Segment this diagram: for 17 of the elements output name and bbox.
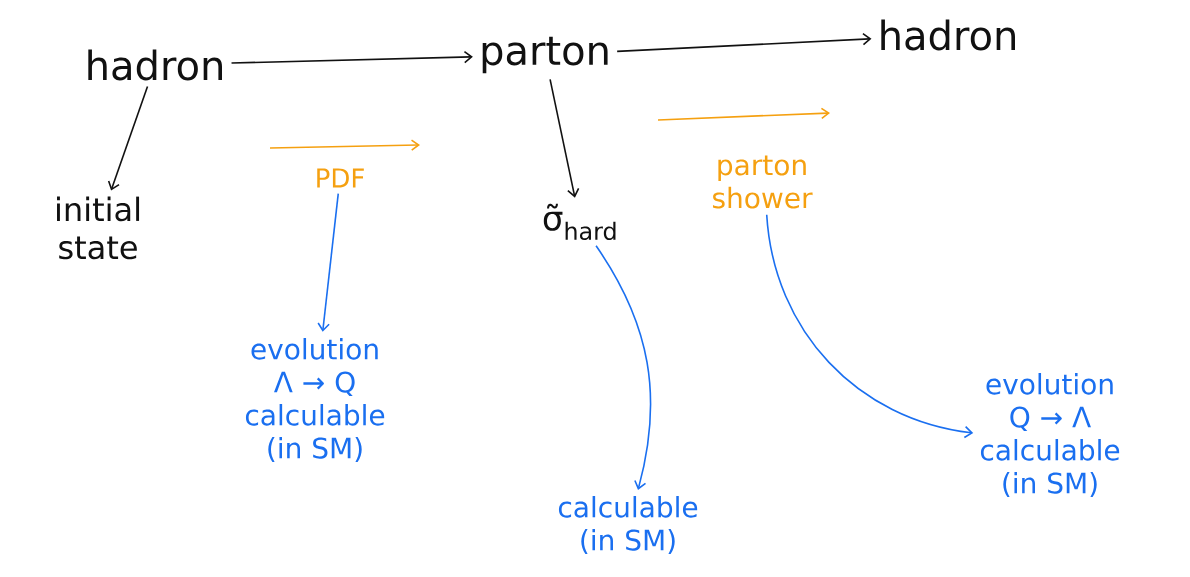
arrow — [230, 50, 473, 64]
text-label: parton shower — [713, 155, 813, 209]
arrow — [317, 192, 340, 332]
text-label: evolution Q → Λ calculable (in SM) — [980, 373, 1120, 497]
text-label: initial state — [57, 196, 140, 260]
arrow — [549, 78, 580, 198]
text-label: hadron — [88, 49, 222, 81]
text-label: calculable (in SM) — [558, 496, 698, 554]
text-label: PDF — [317, 168, 364, 188]
arrow — [616, 32, 872, 53]
arrow — [107, 85, 149, 191]
text-label: hadron — [881, 19, 1015, 51]
text-label: σ̃$_{hard}$ — [543, 203, 616, 241]
arrow — [595, 245, 652, 490]
text-label: parton — [482, 36, 608, 74]
text-label: evolution Λ → Q calculable (in SM) — [245, 338, 385, 462]
arrow — [765, 213, 974, 439]
